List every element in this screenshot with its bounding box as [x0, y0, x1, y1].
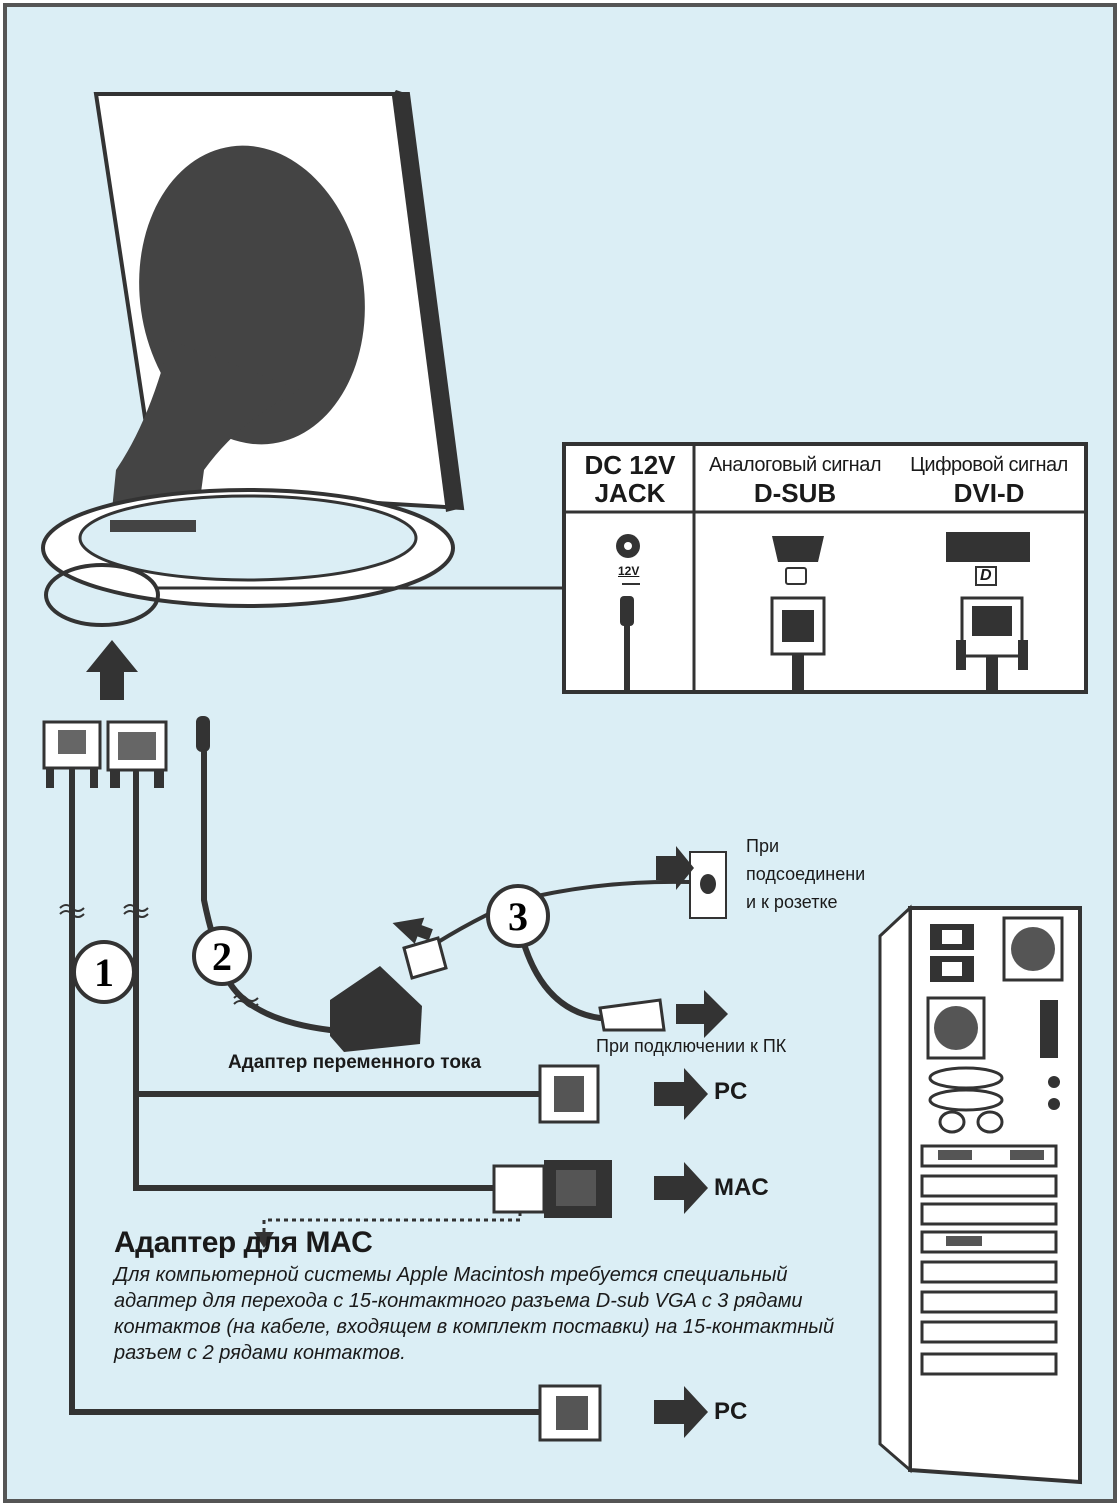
dc-jack-title-2: JACK: [570, 478, 690, 508]
dvid-title-1: Цифровой сигнал: [896, 454, 1082, 477]
dvi-marking: D: [975, 566, 997, 586]
dvi-port: [946, 532, 1030, 562]
dsub-pc-plug: [540, 1066, 598, 1122]
step-number-3: 3: [508, 894, 528, 939]
pc-tower-illustration: [880, 908, 1080, 1482]
dc-cable-connector: [196, 716, 210, 752]
pc-label-dsub: PC: [714, 1078, 747, 1106]
outlet-label-3: и к розетке: [746, 888, 838, 916]
mac-label: MAC: [714, 1174, 769, 1202]
step-number-1: 1: [94, 950, 114, 995]
dsub-title-2: D-SUB: [700, 478, 890, 508]
dc-plug: [620, 596, 634, 626]
step-number-2: 2: [212, 934, 232, 979]
pc-power-label: При подключении к ПК: [596, 1032, 786, 1060]
mac-adapter-title: Адаптер для MAC: [114, 1226, 372, 1260]
dsub-title-1: Аналоговый сигнал: [700, 454, 890, 477]
dvid-title-2: DVI-D: [896, 478, 1082, 508]
outlet-label-2: подсоединени: [746, 860, 865, 888]
outlet-label-1: При: [746, 832, 779, 860]
dvi-pc-plug: [540, 1386, 600, 1440]
ac-adapter-label: Адаптер переменного тока: [228, 1052, 481, 1074]
dc-jack-marking: 12V: [618, 564, 639, 578]
dc-jack-title-1: DC 12V: [570, 450, 690, 480]
mac-adapter-plug: [494, 1160, 612, 1218]
dsub-port: [772, 536, 824, 562]
mac-adapter-description: Для компьютерной системы Apple Macintosh…: [114, 1262, 874, 1366]
pc-label-dvi: PC: [714, 1398, 747, 1426]
